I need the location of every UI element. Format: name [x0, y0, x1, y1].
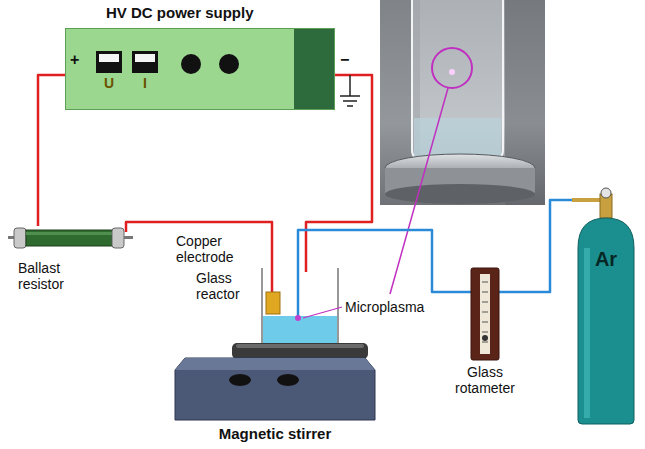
leader-line [303, 307, 342, 318]
drawing-part [572, 198, 604, 202]
drawing-part [385, 184, 535, 204]
ballast-resistor-shape [8, 226, 133, 250]
photo-inset [380, 0, 545, 205]
node-text: U [96, 75, 122, 91]
glass-rotameter-shape [471, 268, 499, 360]
electric-wire-line [38, 75, 65, 226]
drawing-part [584, 248, 590, 418]
glass-reactor [262, 268, 338, 345]
gas-tube-line [499, 200, 572, 292]
drawing-part [266, 292, 280, 314]
argon-cylinder-shape [572, 188, 640, 425]
drawing-part [412, 0, 503, 160]
drawing-part [349, 75, 351, 96]
drawing-part [601, 188, 611, 198]
drawing-part [26, 232, 112, 235]
drawing-part [482, 282, 488, 342]
terminal-sign: + [70, 52, 79, 68]
drawing-part [277, 374, 299, 386]
drawing-part [340, 96, 360, 106]
drawing-part [262, 268, 338, 345]
drawing-part [112, 228, 124, 248]
drawing-part [263, 316, 337, 345]
drawing-part [124, 236, 133, 239]
magnetic-stirrer: Magnetic stirrer [175, 358, 375, 420]
gas-tube [499, 200, 572, 292]
argon-cylinder: Ar [572, 188, 640, 425]
meter-display: U [96, 51, 122, 95]
drawing-part [132, 51, 158, 73]
drawing-part [449, 69, 455, 75]
ballast-resistor: Ballast resistor [8, 226, 133, 250]
part-label: Glass reactor [196, 270, 258, 302]
drawing-part [432, 48, 472, 88]
drawing-part [219, 54, 239, 74]
node-text: I [132, 75, 158, 91]
wires-and-tubes [126, 75, 471, 316]
node-text: Ballast resistor [18, 260, 80, 292]
drawing-part [471, 268, 499, 360]
drawing-part [14, 228, 26, 248]
leader-line [390, 88, 448, 294]
electric-wire [38, 75, 65, 226]
node-text: Magnetic stirrer [175, 426, 375, 442]
drawing-part [480, 274, 490, 354]
stirrer-plate [232, 343, 368, 359]
drawing-part [380, 0, 545, 205]
drawing-part [298, 230, 471, 316]
magnetic-stirrer-shape [175, 358, 375, 420]
drawing-part [414, 118, 501, 158]
drawing-part [482, 335, 488, 341]
drawing-part [175, 358, 375, 420]
stirrer-plate [236, 344, 364, 348]
drawing-part [96, 51, 122, 73]
node-text: Glass rotameter [450, 364, 520, 396]
part-label: Copper electrode [176, 233, 264, 265]
node-text: Ar [572, 248, 640, 270]
drawing-part [99, 54, 119, 62]
drawing-part [26, 230, 112, 246]
drawing-part [181, 54, 201, 74]
drawing-part [135, 54, 155, 62]
part-label: Microplasma [345, 299, 424, 315]
drawing-part [294, 29, 334, 109]
drawing-part [295, 315, 301, 321]
terminal-sign: − [340, 52, 349, 68]
node-text: HV DC power supply [106, 5, 334, 21]
meter-display: I [132, 51, 158, 95]
drawing-part [175, 358, 375, 370]
drawing-part [229, 374, 251, 386]
power-supply: HV DC power supplyUI [65, 28, 335, 110]
glass-rotameter: Glass rotameter [471, 268, 499, 360]
